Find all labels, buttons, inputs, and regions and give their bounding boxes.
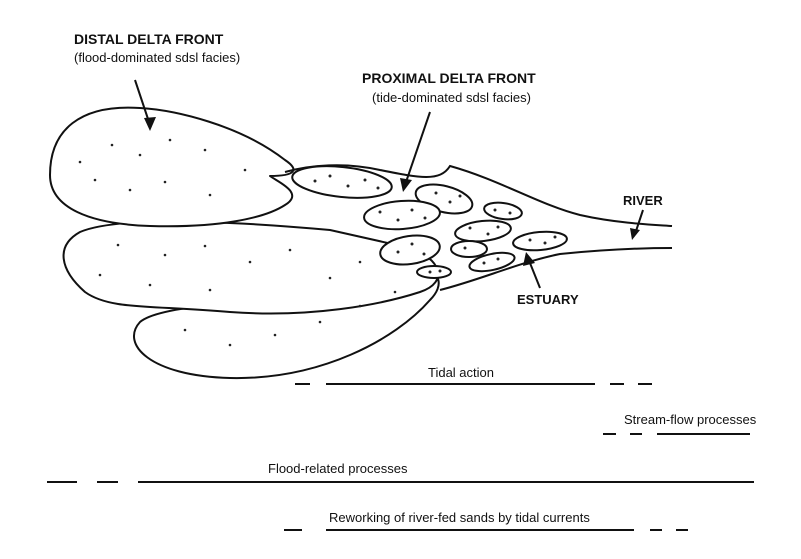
estuary-arrowhead [523, 252, 535, 266]
stream-flow-processes: Stream-flow processes [603, 412, 757, 435]
bar-8 [512, 230, 568, 252]
distal-arrow [134, 79, 151, 126]
bar-7 [450, 240, 488, 258]
stream-flow-label: Stream-flow processes [624, 412, 757, 427]
distal-arrowhead [144, 117, 156, 131]
middle-lobe [62, 220, 440, 315]
reworking-sands: Reworking of river-fed sands by tidal cu… [284, 510, 688, 531]
bar-5 [454, 219, 512, 243]
tidal-action-label: Tidal action [428, 365, 494, 380]
reworking-label: Reworking of river-fed sands by tidal cu… [329, 510, 590, 525]
flood-related-processes: Flood-related processes [47, 461, 754, 483]
channel-upper-bank [284, 164, 673, 227]
distal-title: DISTAL DELTA FRONT [74, 31, 224, 47]
tidal-action: Tidal action [295, 365, 652, 385]
proximal-arrow [404, 111, 431, 186]
bar-3 [483, 201, 523, 221]
channel-lower-bank [439, 247, 673, 291]
river-arrowhead [630, 228, 640, 240]
bar-1 [291, 165, 393, 199]
proximal-title: PROXIMAL DELTA FRONT [362, 70, 536, 86]
bar-10 [416, 265, 452, 279]
bar-4 [363, 199, 441, 231]
channel-bars [291, 165, 568, 279]
flood-related-label: Flood-related processes [268, 461, 408, 476]
estuary-label: ESTUARY [517, 292, 579, 307]
proximal-arrowhead [400, 178, 412, 192]
proximal-subtitle: (tide-dominated sdsl facies) [372, 90, 531, 105]
upper-lobe [49, 106, 295, 228]
river-label: RIVER [623, 193, 663, 208]
bar-9 [468, 251, 516, 273]
bar-6 [379, 234, 441, 266]
distal-subtitle: (flood-dominated sdsl facies) [74, 50, 240, 65]
stipple-pattern [78, 138, 557, 347]
